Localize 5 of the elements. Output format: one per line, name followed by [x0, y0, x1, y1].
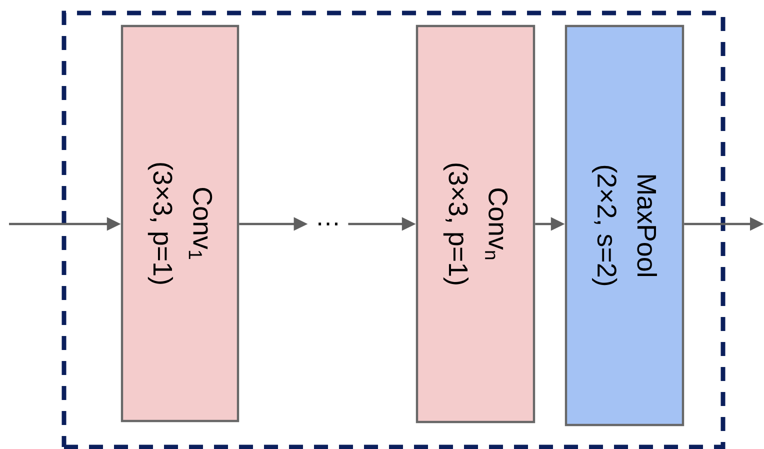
pooling-layer-box: MaxPool (2×2, s=2) [564, 24, 684, 426]
conv-layer-box: Conv$_{n}$ (3×3, p=1) [416, 24, 536, 424]
ellipsis-text: … [318, 222, 338, 226]
dashed-group-frame [62, 10, 726, 449]
conv-layer-box: Conv$_{1}$ (3×3, p=1) [120, 24, 240, 422]
